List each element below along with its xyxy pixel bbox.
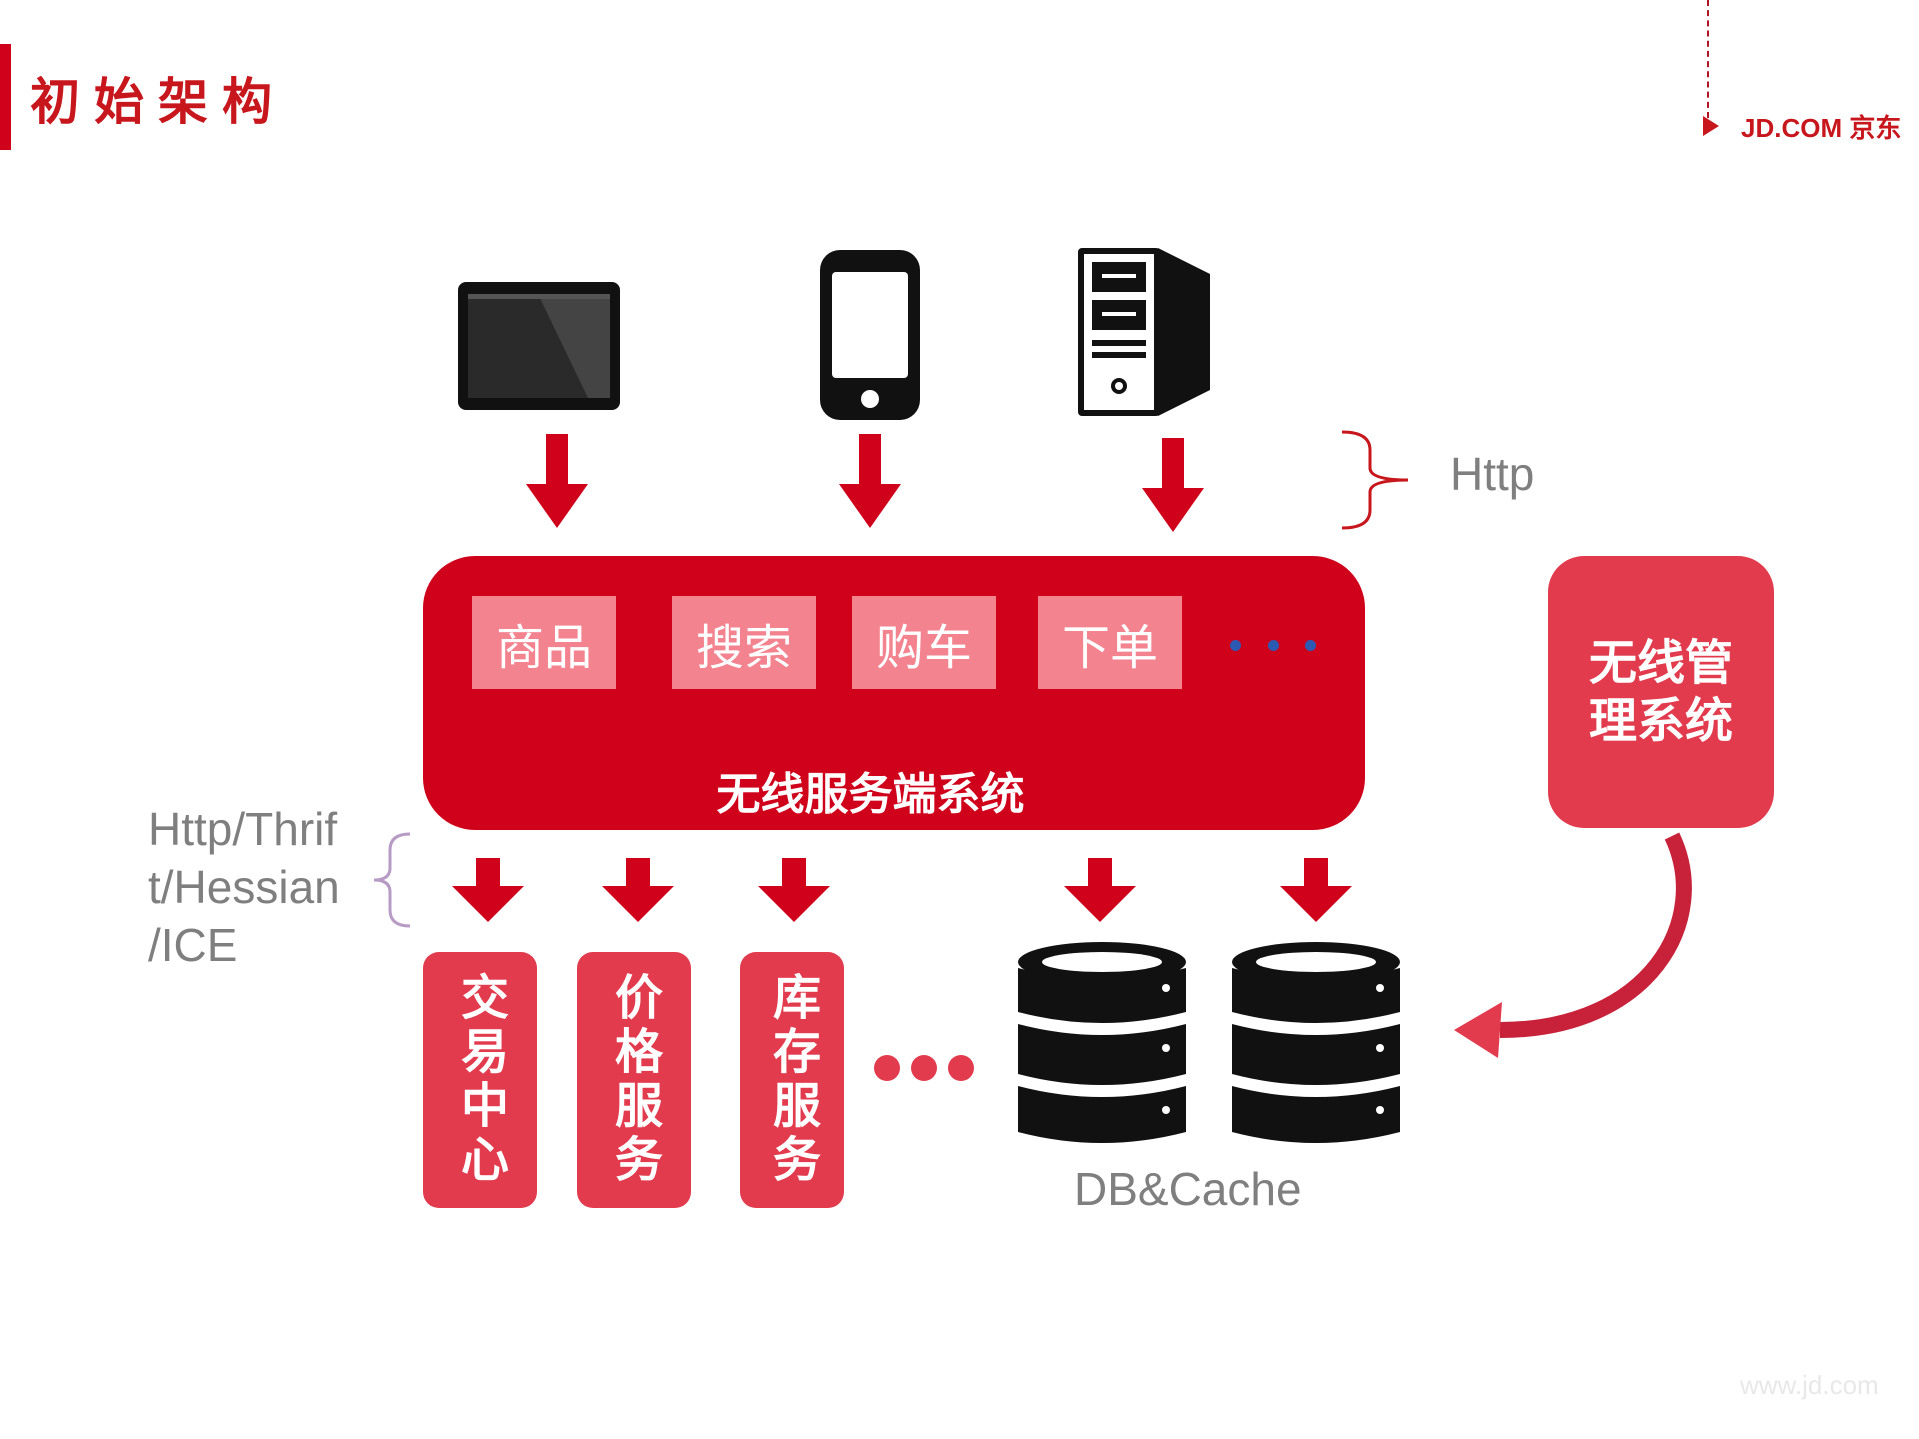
- protocol-rpc-line3: /ICE: [148, 919, 238, 971]
- protocol-rpc-label: Http/Thrif t/Hessian /ICE: [148, 800, 340, 974]
- wireless-system-label: 无线服务端系统: [716, 769, 1025, 820]
- database-icon: [1018, 942, 1186, 1143]
- service-price: 价格服务: [577, 952, 691, 1208]
- database-icon: [1232, 942, 1400, 1143]
- module-cart: 购车: [852, 596, 996, 689]
- management-label-line2: 理系统: [1588, 693, 1733, 749]
- module-product: 商品: [472, 596, 616, 689]
- wireless-management-system: 无线管 理系统: [1548, 556, 1774, 828]
- arrow-down-icon: [839, 434, 901, 528]
- page-title: 初始架构: [30, 73, 286, 131]
- ellipsis-dot: [1305, 640, 1316, 651]
- smartphone-icon: [820, 250, 920, 420]
- service-trade-center: 交易中心: [423, 952, 537, 1208]
- right-brace-icon: [1341, 430, 1409, 530]
- logo-arrow-icon: [1703, 116, 1719, 136]
- protocol-http-label: Http: [1450, 448, 1535, 500]
- arrow-down-icon: [1142, 438, 1204, 532]
- header-divider: [1707, 0, 1709, 118]
- management-label-line1: 无线管: [1588, 635, 1733, 691]
- arrow-down-icon: [1280, 858, 1352, 922]
- module-order: 下单: [1038, 596, 1182, 689]
- protocol-rpc-line1: Http/Thrif: [148, 803, 338, 855]
- arrow-down-icon: [1064, 858, 1136, 922]
- arrow-down-icon: [758, 858, 830, 922]
- ellipsis-dot: [1230, 640, 1241, 651]
- protocol-rpc-line2: t/Hessian: [148, 861, 340, 913]
- curved-arrow-icon: [1454, 832, 1692, 1058]
- arrow-down-icon: [602, 858, 674, 922]
- left-brace-icon: [373, 832, 411, 928]
- arrow-down-icon: [452, 858, 524, 922]
- footer-url: www.jd.com: [1740, 1370, 1879, 1400]
- logo-text: JD.COM 京东: [1741, 113, 1901, 143]
- ellipsis-dot: [911, 1055, 937, 1081]
- jd-logo: JD.COM 京东: [1703, 113, 1901, 143]
- title-accent-bar: [0, 44, 11, 150]
- service-inventory: 库存服务: [740, 952, 844, 1208]
- arrow-down-icon: [526, 434, 588, 528]
- desktop-computer-icon: [1078, 248, 1210, 416]
- tablet-icon: [458, 282, 620, 410]
- ellipsis-dot: [1268, 640, 1279, 651]
- db-cache-label: DB&Cache: [1074, 1163, 1302, 1215]
- module-search: 搜索: [672, 596, 816, 689]
- ellipsis-dot: [948, 1055, 974, 1081]
- ellipsis-dot: [874, 1055, 900, 1081]
